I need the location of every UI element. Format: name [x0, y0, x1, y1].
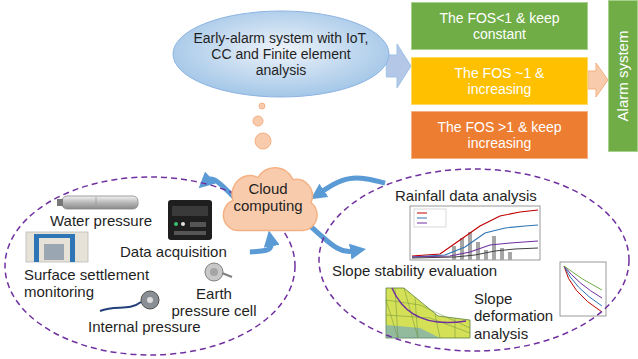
chart-line	[564, 266, 602, 306]
system-ellipse-shape	[173, 11, 389, 97]
rain-bar	[452, 246, 456, 260]
data-logger	[168, 200, 212, 240]
slope-mesh	[386, 288, 470, 338]
sensor-cap	[57, 199, 63, 206]
rain-bar	[492, 236, 496, 260]
chart-frame	[410, 206, 540, 260]
sensor-label: Surface settlement monitoring	[24, 266, 164, 301]
rain-bar	[508, 252, 512, 260]
alarm-label: Alarm system	[614, 31, 631, 122]
thought-bubble	[259, 103, 265, 109]
analysis-label: Rainfall data analysis	[395, 187, 537, 204]
status-text: The FOS ~1 & increasing	[425, 65, 575, 97]
chart-line	[564, 266, 602, 290]
system-title: Early-alarm system with IoT, CC and Fini…	[186, 30, 376, 78]
chart-line	[564, 266, 602, 298]
chart-frame	[560, 262, 606, 316]
mesh-lines	[386, 288, 470, 338]
lab-photo	[26, 232, 88, 262]
sensor-disc	[141, 291, 159, 309]
internal-pressure-sensor	[100, 291, 159, 311]
sensor-center	[147, 297, 153, 303]
water-pressure-sensor	[57, 196, 138, 209]
logger-panel	[172, 206, 208, 216]
rig-column	[70, 234, 75, 262]
sensor-label: Internal pressure	[88, 318, 201, 335]
slope-zone	[386, 325, 440, 338]
earth-pressure-cell	[205, 263, 232, 281]
chart-line	[412, 225, 538, 257]
data-flow-arrow	[250, 240, 271, 252]
thought-bubbles	[253, 103, 271, 149]
chart-legend	[414, 209, 446, 227]
sensor-region-shape	[5, 177, 295, 355]
rain-bar	[484, 250, 488, 260]
cloud-shape: Cloud computing	[218, 163, 318, 241]
cloud-shape-path	[223, 168, 317, 231]
alarm-band: Alarm system	[608, 0, 638, 152]
rainfall-chart	[410, 206, 540, 260]
logger-port	[174, 231, 206, 235]
logger-port	[190, 222, 206, 227]
rig-beam	[34, 234, 75, 238]
status-box: The FOS ~1 & increasing	[411, 57, 588, 105]
chart-line	[412, 241, 538, 257]
thought-bubble	[253, 116, 263, 126]
data-flow-arrow	[308, 224, 356, 252]
legend-sample	[417, 218, 427, 219]
cell-center	[210, 268, 218, 276]
block-arrow	[588, 63, 608, 97]
sensor-body	[62, 196, 138, 209]
sensor-label: Data acquisition	[120, 243, 227, 260]
sensor-label: Earth pressure cell	[168, 285, 260, 320]
analysis-region: Rainfall data analysisSlope stability ev…	[318, 168, 630, 352]
status-text: The FOS >1 & keep increasing	[425, 119, 575, 151]
logger-case	[168, 200, 212, 240]
legend-sample	[417, 223, 427, 224]
cell-tab	[222, 273, 232, 277]
cloud-label: Cloud computing	[226, 180, 310, 215]
cell-disc	[205, 263, 223, 281]
slope-body	[386, 288, 470, 338]
logger-led	[174, 222, 178, 226]
chart-line	[412, 248, 538, 258]
settlement-rig	[26, 232, 88, 262]
slip-surface	[392, 288, 466, 323]
chart-line	[564, 266, 602, 312]
block-arrow	[386, 44, 411, 88]
status-box: The FOS<1 & keep constant	[411, 2, 588, 50]
data-flow-arrow	[206, 179, 234, 197]
sensor-cable	[100, 302, 141, 311]
logger-led	[181, 222, 185, 226]
analysis-label: Slope deformation analysis	[474, 290, 558, 342]
analysis-label: Slope stability evaluation	[332, 262, 497, 279]
sensor-joint	[96, 197, 97, 208]
status-box: The FOS >1 & keep increasing	[411, 111, 588, 159]
analysis-region-shape	[319, 169, 629, 351]
system-ellipse: Early-alarm system with IoT, CC and Fini…	[172, 10, 390, 98]
legend-sample	[417, 213, 427, 214]
rig-tank	[44, 244, 64, 260]
data-flow-arrow	[319, 178, 385, 194]
rig-column	[34, 234, 39, 262]
sensor-label: Water pressure	[50, 212, 152, 229]
status-text: The FOS<1 & keep constant	[425, 10, 575, 42]
rain-bar	[476, 242, 480, 260]
deformation-chart	[560, 262, 606, 316]
thought-bubble	[255, 133, 271, 149]
